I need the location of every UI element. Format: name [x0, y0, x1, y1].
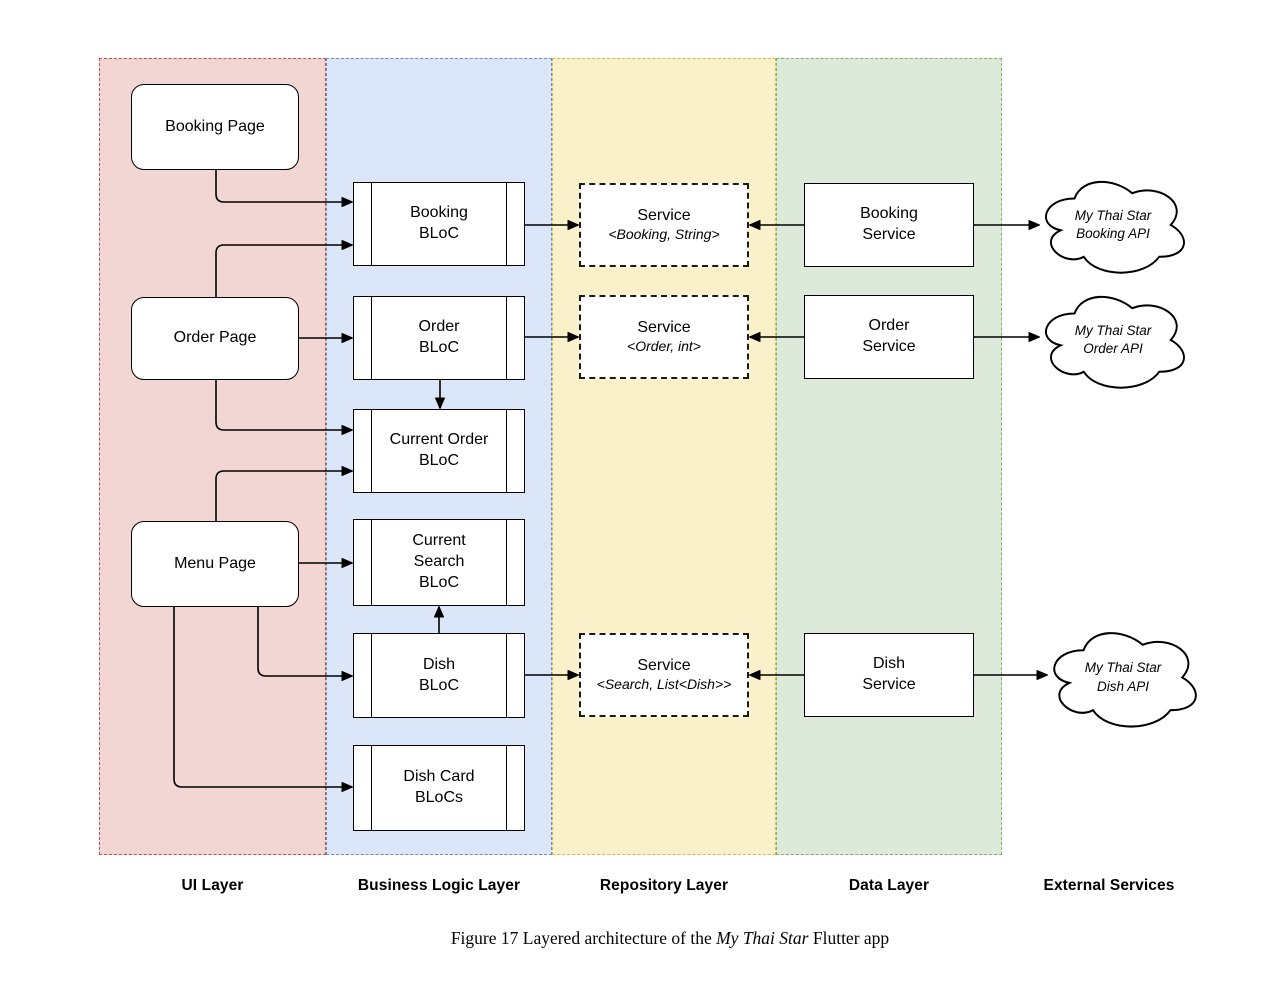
- caption-italic-title: My Thai Star: [716, 928, 809, 948]
- layer-label-repository: Repository Layer: [599, 877, 729, 894]
- node-label: My Thai Star Dish API: [1084, 660, 1162, 694]
- bloc-side-bar: [371, 634, 372, 717]
- node-booking-service: Booking Service: [804, 183, 974, 267]
- bloc-side-bar: [371, 183, 372, 265]
- node-type-params: <Booking, String>: [608, 226, 720, 243]
- node-label: Service: [637, 319, 691, 337]
- node-label: My Thai Star Booking API: [1074, 207, 1152, 241]
- node-label: Menu Page: [174, 554, 256, 572]
- node-current-search-bloc: Current Search BLoC: [353, 519, 525, 606]
- node-label: Order Page: [173, 329, 257, 347]
- node-label: Current Search BLoC: [412, 532, 466, 591]
- bloc-side-bar: [371, 297, 372, 379]
- layer-label-ui: UI Layer: [181, 877, 244, 894]
- node-booking-api-cloud: My Thai Star Booking API: [1036, 172, 1190, 278]
- node-dish-api-cloud: My Thai Star Dish API: [1044, 623, 1202, 732]
- node-order-service: Order Service: [804, 295, 974, 379]
- cloud-icon: [1053, 632, 1197, 728]
- node-dish-bloc: Dish BLoC: [353, 633, 525, 718]
- bloc-side-bar: [506, 183, 507, 265]
- node-label: Service: [637, 657, 691, 675]
- node-label: Service: [637, 207, 691, 225]
- bloc-side-bar: [371, 410, 372, 492]
- node-repo-service-booking: Service <Booking, String>: [579, 183, 749, 267]
- layer-band-ui: [99, 58, 326, 855]
- node-dish-service: Dish Service: [804, 633, 974, 717]
- figure-caption: Figure 17 Layered architecture of the My…: [76, 928, 1264, 949]
- cloud-icon: [1045, 180, 1185, 274]
- layer-label-business-logic: Business Logic Layer: [357, 877, 521, 894]
- node-label: Order Service: [862, 317, 916, 355]
- node-label: Booking BLoC: [410, 204, 468, 242]
- node-dish-card-blocs: Dish Card BLoCs: [353, 745, 525, 831]
- caption-suffix: Flutter app: [812, 928, 890, 948]
- node-order-page: Order Page: [131, 297, 299, 380]
- node-type-params: <Order, int>: [627, 338, 701, 355]
- node-current-order-bloc: Current Order BLoC: [353, 409, 525, 493]
- node-order-bloc: Order BLoC: [353, 296, 525, 380]
- cloud-icon: [1045, 295, 1185, 389]
- node-menu-page: Menu Page: [131, 521, 299, 607]
- bloc-side-bar: [506, 410, 507, 492]
- bloc-side-bar: [506, 746, 507, 830]
- node-type-params: <Search, List<Dish>>: [596, 676, 732, 693]
- layer-label-data: Data Layer: [848, 877, 930, 894]
- node-repo-service-order: Service <Order, int>: [579, 295, 749, 379]
- layer-label-external: External Services: [1043, 877, 1175, 894]
- layer-band-repository: [552, 58, 776, 855]
- node-label: My Thai Star Order API: [1074, 322, 1152, 356]
- node-label: Order BLoC: [418, 318, 460, 356]
- node-label: Booking Service: [860, 205, 918, 243]
- node-label: Booking Page: [165, 117, 265, 135]
- node-booking-page: Booking Page: [131, 84, 299, 170]
- node-label: Dish Service: [862, 655, 916, 693]
- node-order-api-cloud: My Thai Star Order API: [1036, 287, 1190, 393]
- node-label: Dish BLoC: [418, 655, 460, 694]
- bloc-side-bar: [371, 520, 372, 605]
- node-booking-bloc: Booking BLoC: [353, 182, 525, 266]
- layer-band-data: [776, 58, 1002, 855]
- node-label: Dish Card BLoCs: [403, 768, 475, 806]
- caption-prefix: Figure 17 Layered architecture of the: [450, 928, 712, 948]
- node-label: Current Order BLoC: [389, 431, 489, 469]
- bloc-side-bar: [506, 634, 507, 717]
- bloc-side-bar: [506, 297, 507, 379]
- bloc-side-bar: [506, 520, 507, 605]
- node-repo-service-dish: Service <Search, List<Dish>>: [579, 633, 749, 717]
- bloc-side-bar: [371, 746, 372, 830]
